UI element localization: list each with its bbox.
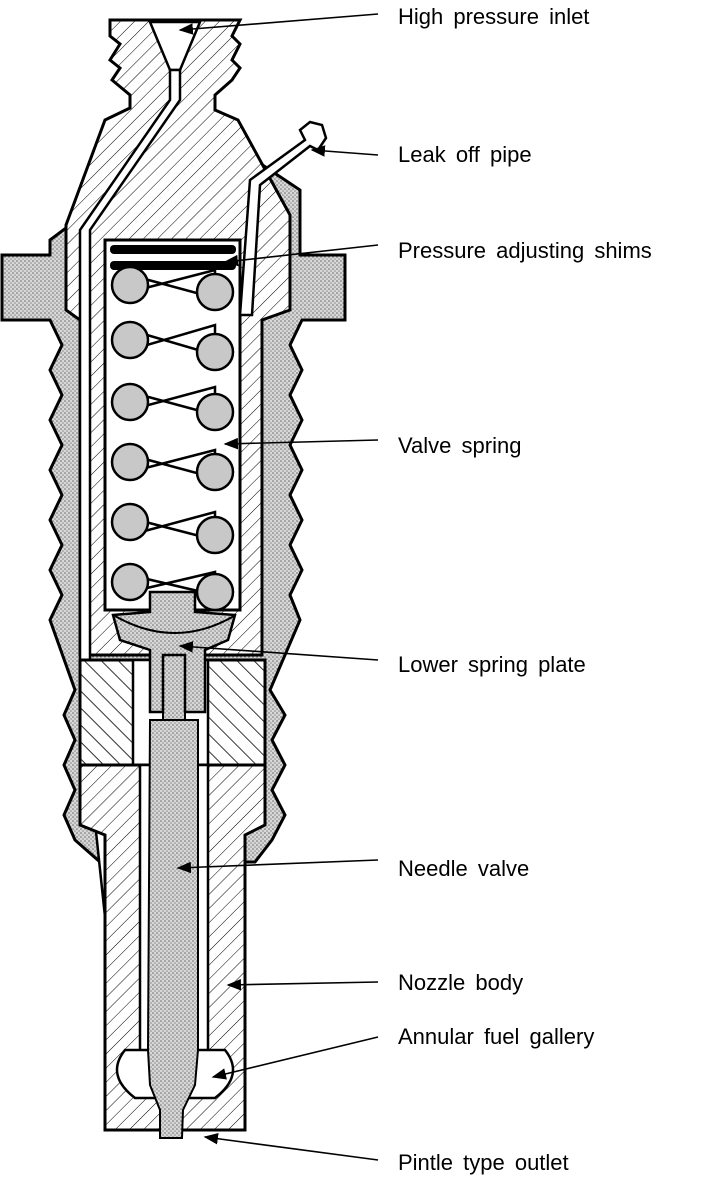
label-pressure-adjusting-shims: Pressure adjusting shims (398, 238, 652, 263)
label-valve-spring: Valve spring (398, 433, 521, 458)
label-pintle-type-outlet: Pintle type outlet (398, 1150, 569, 1175)
label-lower-spring-plate: Lower spring plate (398, 652, 586, 677)
leader-valve-spring (223, 437, 379, 450)
leak-off-pipe (238, 120, 328, 317)
leader-nozzle-body (226, 978, 379, 991)
label-nozzle-body: Nozzle body (398, 970, 523, 995)
needle-valve (146, 649, 199, 1139)
label-needle-valve: Needle valve (398, 856, 529, 881)
label-high-pressure-inlet: High pressure inlet (398, 4, 589, 29)
pressure-adjusting-shims (110, 245, 236, 270)
leader-lines (176, 13, 379, 1161)
leader-pintle-type-outlet (203, 1132, 379, 1161)
leader-leak-off-pipe (310, 145, 379, 157)
label-leak-off-pipe: Leak off pipe (398, 142, 532, 167)
leader-needle-valve (176, 859, 379, 874)
leader-annular-fuel-gallery (211, 1036, 379, 1080)
leader-high-pressure-inlet (178, 13, 379, 35)
leader-pressure-adjusting-shims (223, 244, 379, 267)
lower-spring-plate (111, 590, 237, 714)
valve-spring (110, 265, 235, 612)
label-annular-fuel-gallery: Annular fuel gallery (398, 1024, 594, 1049)
leader-lower-spring-plate (178, 641, 379, 661)
